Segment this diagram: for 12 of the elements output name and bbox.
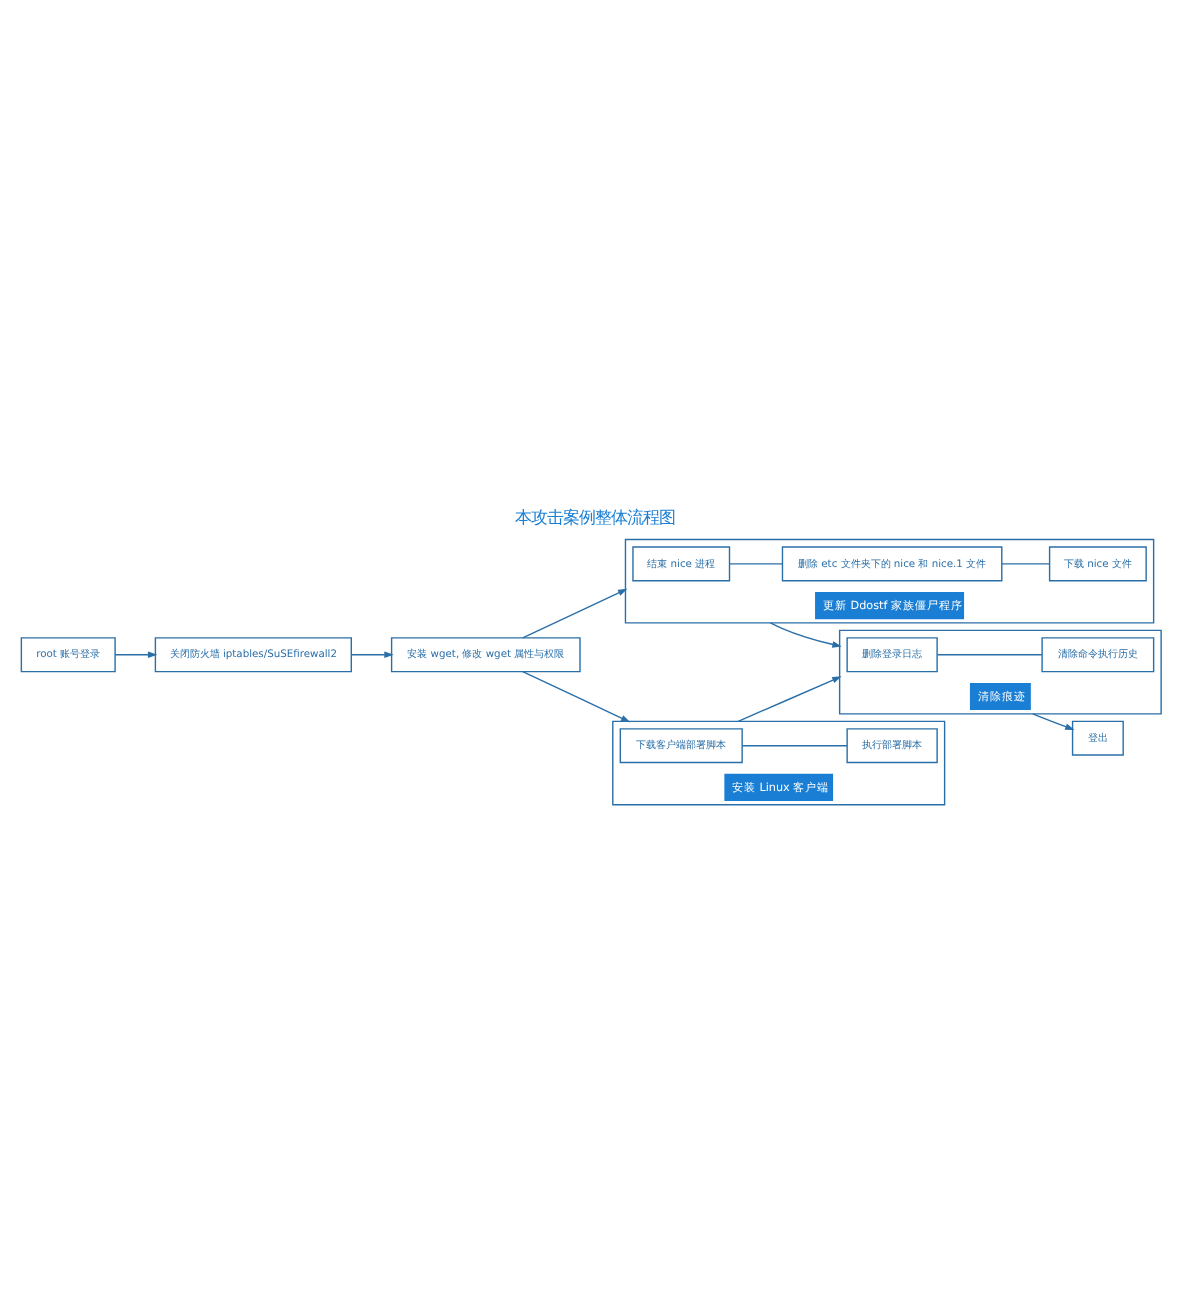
arrow <box>737 675 842 722</box>
diagram-title: 本攻击案例整体流程图 <box>515 506 675 526</box>
arrow <box>350 650 394 658</box>
arrow <box>114 650 158 658</box>
arrow <box>769 621 842 647</box>
connector <box>936 653 1043 655</box>
connector <box>1001 562 1051 564</box>
arrow <box>522 669 631 722</box>
arrow <box>522 587 628 638</box>
connector <box>741 744 848 746</box>
connector <box>728 562 783 564</box>
arrow <box>1032 712 1075 729</box>
